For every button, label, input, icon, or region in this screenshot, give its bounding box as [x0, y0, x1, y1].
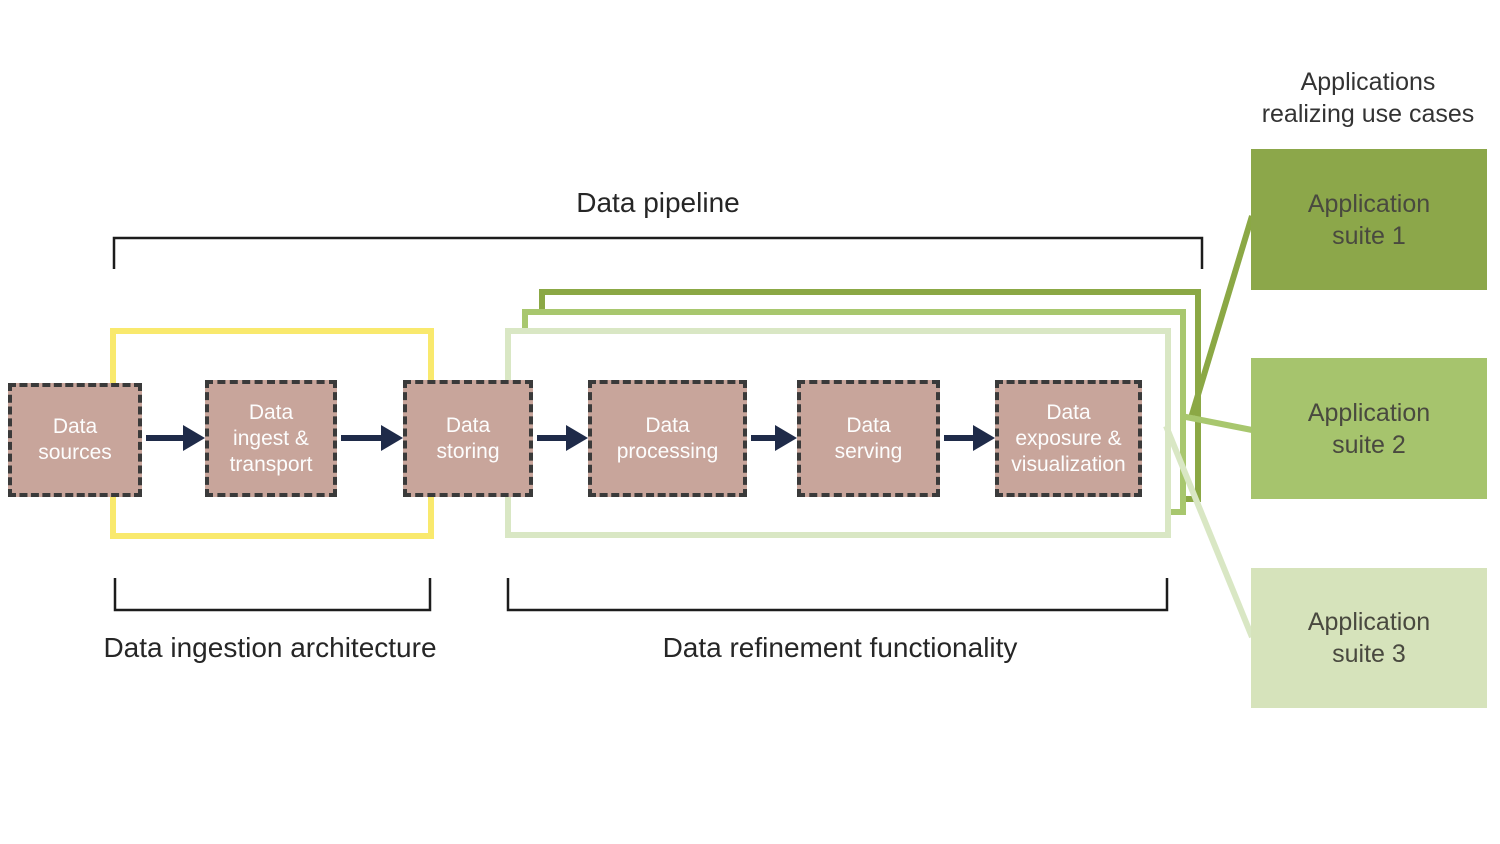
- applications-heading: Applications realizing use cases: [1261, 68, 1475, 128]
- arrow-head: [381, 425, 403, 451]
- connector-suite-1: [1188, 215, 1255, 419]
- flow-arrow-5: [944, 425, 995, 451]
- refinement-functionality-label: Data refinement functionality: [662, 632, 1018, 663]
- pipeline-box-data-serving: Data serving: [797, 380, 940, 497]
- refinement-bracket: [506, 578, 1169, 612]
- ingestion-bracket: [113, 578, 432, 612]
- flow-arrow-2: [341, 425, 403, 451]
- data-pipeline-title: Data pipeline: [576, 187, 740, 218]
- application-suite-label: Application suite 3: [1307, 608, 1431, 668]
- pipeline-box-label: Data ingest & transport: [229, 400, 313, 476]
- pipeline-box-data-exposure-visualization: Data exposure & visualization: [995, 380, 1142, 497]
- pipeline-box-label: Data processing: [616, 413, 719, 463]
- application-suite-label: Application suite 2: [1307, 398, 1431, 459]
- data-pipeline-bracket: [112, 236, 1204, 269]
- connector-suite-2: [1180, 413, 1253, 433]
- arrow-head: [973, 425, 995, 451]
- arrow-head: [775, 425, 797, 451]
- application-suite-label: Application suite 1: [1307, 189, 1431, 250]
- pipeline-box-label: Data exposure & visualization: [1011, 400, 1126, 476]
- pipeline-box-label: Data sources: [38, 415, 112, 464]
- arrow-head: [183, 425, 205, 451]
- pipeline-box-label: Data serving: [834, 413, 903, 463]
- pipeline-box-data-storing: Data storing: [403, 380, 533, 497]
- pipeline-box-label: Data storing: [436, 413, 500, 463]
- connector-suite-3: [1163, 424, 1255, 639]
- flow-arrow-3: [537, 425, 588, 451]
- pipeline-box-data-ingest-transport: Data ingest & transport: [205, 380, 337, 497]
- arrow-head: [566, 425, 588, 451]
- ingestion-architecture-label: Data ingestion architecture: [103, 632, 437, 663]
- application-suite-3-box: Application suite 3: [1251, 568, 1487, 708]
- application-suite-2-box: Application suite 2: [1251, 358, 1487, 499]
- pipeline-box-data-processing: Data processing: [588, 380, 747, 497]
- pipeline-box-data-sources: Data sources: [8, 383, 142, 497]
- application-suite-1-box: Application suite 1: [1251, 149, 1487, 290]
- flow-arrow-1: [146, 425, 205, 451]
- flow-arrow-4: [751, 425, 797, 451]
